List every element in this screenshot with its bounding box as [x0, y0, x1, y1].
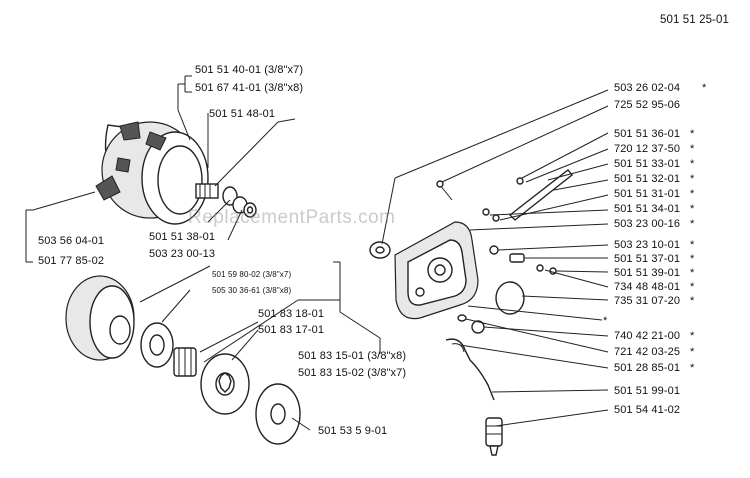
label-l11: 501 83 17-01	[258, 324, 325, 336]
seal-ring	[369, 241, 391, 259]
label-r6: 501 51 32-01	[614, 173, 681, 185]
asterisk-r11: *	[690, 253, 695, 265]
label-l13: 501 83 15-02 (3/8"x7)	[298, 367, 407, 379]
asterisk-r3: *	[690, 128, 695, 140]
label-r13: 734 48 48-01	[614, 281, 681, 293]
label-r1: 503 26 02-04	[614, 82, 681, 94]
asterisk-r16: *	[690, 346, 695, 358]
label-l8: 501 59 80-02 (3/8"x7)	[212, 270, 292, 279]
asterisk-r6: *	[690, 173, 695, 185]
label-l5: 501 77 85-02	[38, 255, 105, 267]
asterisk-r4: *	[690, 143, 695, 155]
label-r19: 501 54 41-02	[614, 404, 681, 416]
clutch-drum	[65, 275, 135, 361]
asterisk-r10: *	[690, 239, 695, 251]
pump-housing	[394, 221, 479, 320]
asterisk-r5: *	[690, 158, 695, 170]
asterisk-r9: *	[690, 218, 695, 230]
label-r3: 501 51 36-01	[614, 128, 681, 140]
label-l14: 501 53 5 9-01	[318, 425, 388, 437]
leader-lines-left	[25, 75, 381, 431]
asterisk-r-standalone: *	[603, 315, 608, 327]
label-r2: 725 52 95-06	[614, 99, 681, 111]
asterisk-r14: *	[690, 295, 695, 307]
clutch-assembly	[95, 121, 219, 225]
asterisk-r8: *	[690, 203, 695, 215]
label-l3: 501 51 48-01	[209, 108, 276, 120]
oil-hose	[445, 338, 503, 456]
label-r16: 721 42 03-25	[614, 346, 681, 358]
label-r9: 503 23 00-16	[614, 218, 681, 230]
asterisk-r15: *	[690, 330, 695, 342]
document-number: 501 51 25-01	[660, 14, 729, 26]
asterisk-r7: *	[690, 188, 695, 200]
label-l4: 503 56 04-01	[38, 235, 105, 247]
label-r11: 501 51 37-01	[614, 253, 681, 265]
spur-sprocket	[200, 353, 250, 415]
watermark: ReplacementParts.com	[188, 207, 396, 228]
label-r17: 501 28 85-01	[614, 362, 681, 374]
asterisk-r12: *	[690, 267, 695, 279]
label-l2: 501 67 41-01 (3/8"x8)	[195, 82, 304, 94]
label-r4: 720 12 37-50	[614, 143, 681, 155]
label-r10: 503 23 10-01	[614, 239, 681, 251]
asterisk-r1: *	[702, 82, 707, 94]
label-r8: 501 51 34-01	[614, 203, 681, 215]
needle-bearing	[173, 347, 197, 377]
asterisk-r17: *	[690, 362, 695, 374]
label-r12: 501 51 39-01	[614, 267, 681, 279]
label-r15: 740 42 21-00	[614, 330, 681, 342]
pump-small-parts	[436, 169, 573, 334]
label-l1: 501 51 40-01 (3/8"x7)	[195, 64, 304, 76]
washer-parts	[222, 186, 257, 218]
label-r18: 501 51 99-01	[614, 385, 681, 397]
label-l7: 503 23 00-13	[149, 248, 216, 260]
leader-lines-right	[381, 89, 609, 427]
label-r14: 735 31 07-20	[614, 295, 681, 307]
label-l6: 501 51 38-01	[149, 231, 216, 243]
large-washer	[255, 383, 301, 445]
asterisk-r13: *	[690, 281, 695, 293]
label-l9: 505 30 36-61 (3/8"x8)	[212, 286, 292, 295]
label-r7: 501 51 31-01	[614, 188, 681, 200]
rim-sprocket	[140, 322, 174, 368]
label-r5: 501 51 33-01	[614, 158, 681, 170]
label-l10: 501 83 18-01	[258, 308, 325, 320]
label-l12: 501 83 15-01 (3/8"x8)	[298, 350, 407, 362]
